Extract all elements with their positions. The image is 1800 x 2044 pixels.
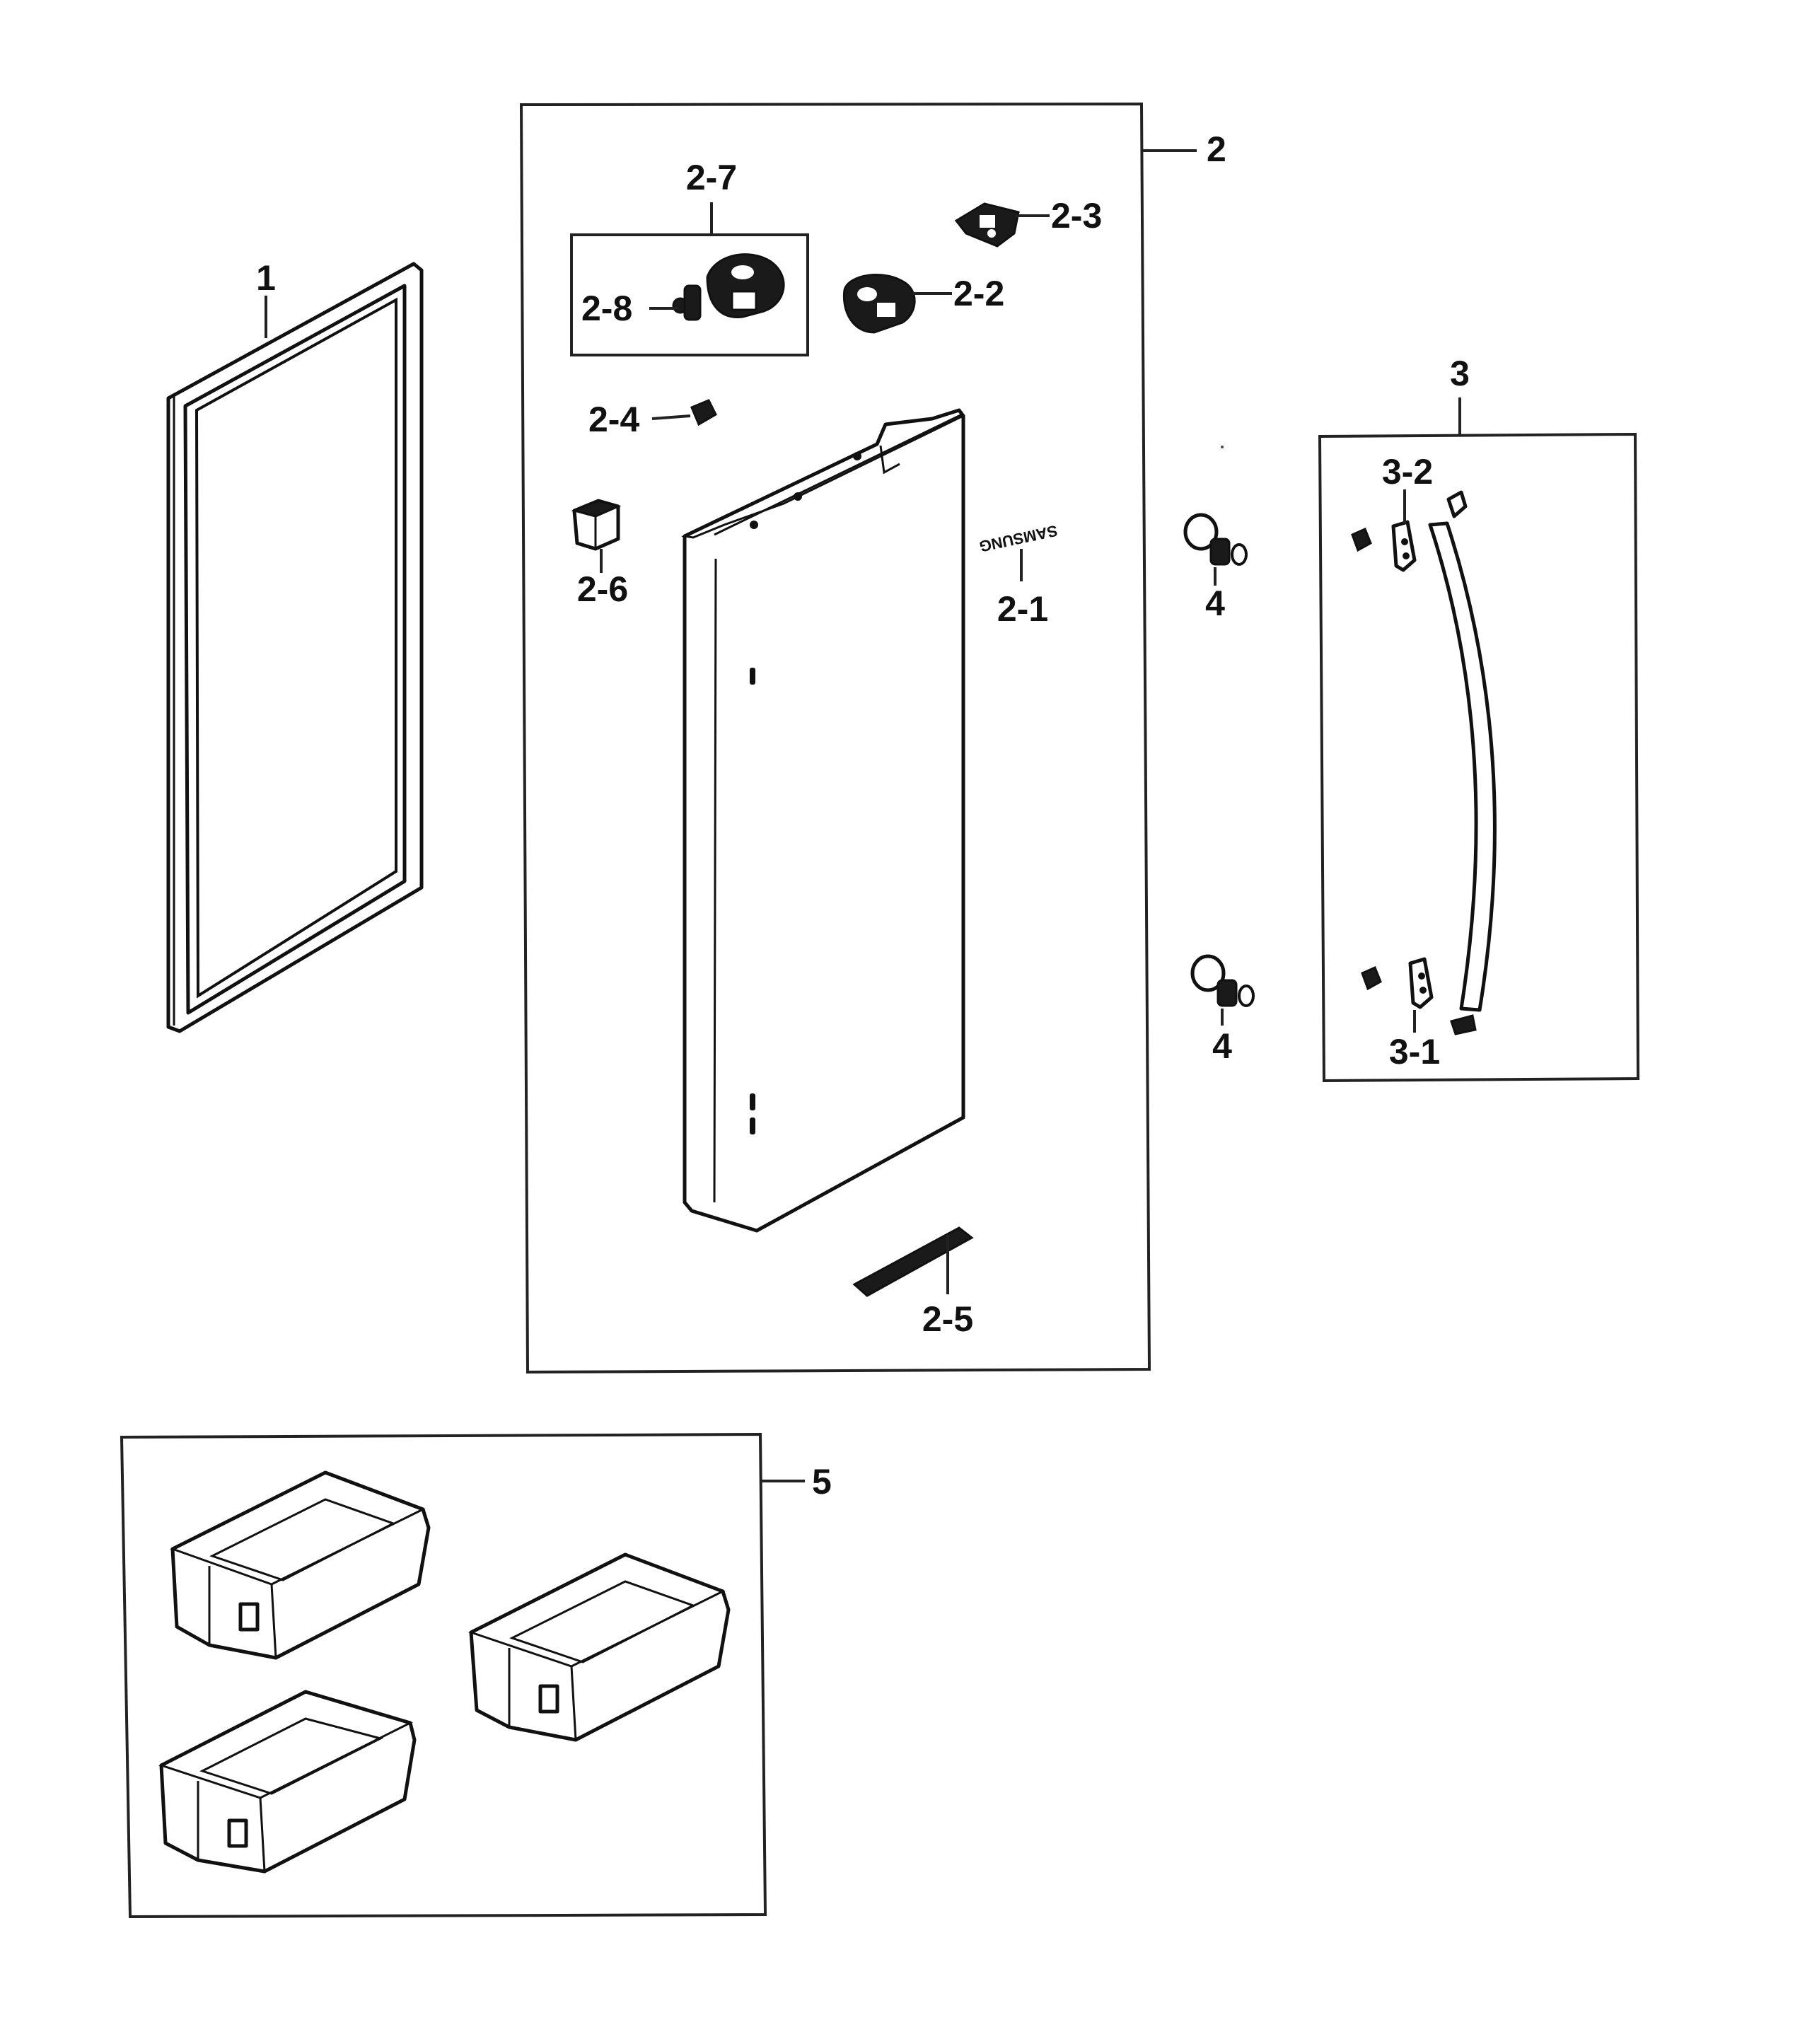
callout-3-2: 3-2: [1382, 452, 1433, 492]
hinge-pin-upper-part-4: [1183, 513, 1248, 566]
assembly-box-2: [519, 102, 1151, 1374]
callout-5: 5: [812, 1462, 832, 1502]
samsung-logo-mark: SAMSUNG: [977, 522, 1059, 556]
callout-2-8: 2-8: [581, 289, 632, 328]
callout-4-lower: 4: [1212, 1026, 1232, 1066]
callout-2-6: 2-6: [577, 569, 628, 609]
door-bin-1-part-5: [170, 1470, 431, 1660]
door-bin-3-part-5: [158, 1690, 417, 1874]
callout-2-7: 2-7: [686, 158, 737, 197]
door-panel-part-2-1: [681, 408, 965, 1233]
door-gasket-part-1: [166, 262, 424, 1033]
callout-1: 1: [256, 258, 276, 298]
callout-2-3: 2-3: [1051, 196, 1102, 236]
door-bin-2-part-5: [468, 1552, 731, 1742]
handle-cap-part-3-2: [1351, 520, 1417, 572]
callout-2-5: 2-5: [922, 1299, 973, 1339]
assembly-box-3: [1318, 432, 1640, 1083]
callout-2-4: 2-4: [588, 400, 639, 439]
stopper-part-2-4: [690, 399, 717, 426]
callout-2-2: 2-2: [953, 274, 1004, 313]
hinge-bracket-part-2-7: [706, 253, 785, 318]
callout-3: 3: [1450, 354, 1470, 393]
callout-3-1: 3-1: [1389, 1032, 1440, 1072]
leader-2-4: [651, 414, 691, 420]
handle-cap-part-3-1: [1361, 957, 1434, 1009]
cap-part-2-6: [571, 499, 622, 551]
callout-4-upper: 4: [1205, 583, 1225, 623]
assembly-box-5: [120, 1432, 767, 1919]
cap-part-2-3: [954, 202, 1020, 248]
hinge-pin-lower-part-4: [1190, 954, 1255, 1007]
hinge-cover-part-2-2: [842, 274, 916, 334]
door-handle-part-3: [1428, 490, 1497, 1035]
callout-2: 2: [1207, 129, 1226, 169]
stray-dot: [1221, 446, 1224, 448]
hinge-screw-part-2-8: [672, 284, 702, 321]
handle-strip-part-2-5: [852, 1226, 974, 1297]
sub-box-2-7: [570, 233, 809, 356]
callout-2-1: 2-1: [997, 589, 1048, 629]
